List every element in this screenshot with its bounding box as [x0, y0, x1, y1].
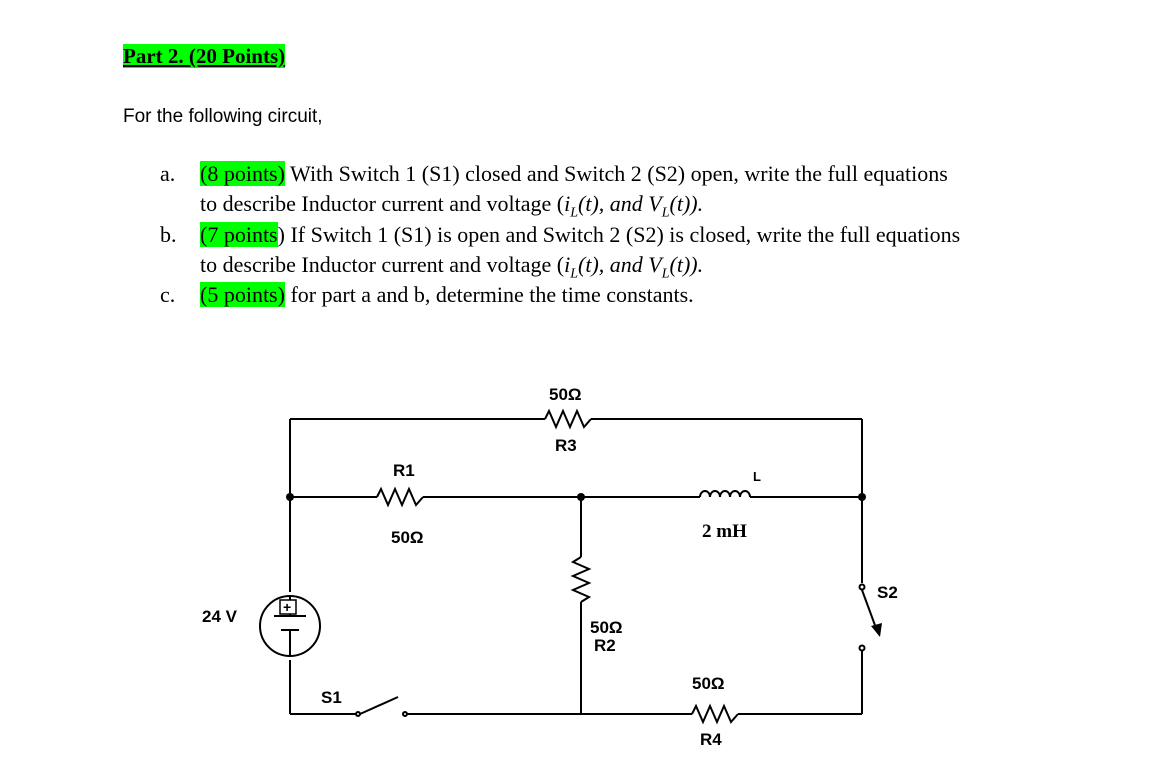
switch-s2-blade	[861, 589, 877, 629]
equation: iL(t), and VL(t)).	[564, 191, 704, 221]
r3-name-label: R3	[555, 436, 577, 455]
item-text: (7 points) If Switch 1 (S1) is open and …	[200, 222, 961, 282]
l-value-label: 2 mH	[702, 521, 747, 542]
r3-value-label: 50Ω	[549, 385, 582, 404]
resistor-r1	[376, 486, 424, 508]
resistor-r3	[544, 408, 592, 430]
r2-value-label: 50Ω	[590, 618, 623, 637]
plus-box	[279, 599, 297, 615]
l-name-label: L	[753, 469, 761, 484]
switch-s1-contact	[402, 711, 408, 717]
resistor-r2	[570, 556, 592, 603]
resistor-r4	[691, 703, 739, 725]
plus-sign: +	[283, 599, 291, 615]
junction-dot	[858, 493, 866, 501]
r4-value-label: 50Ω	[692, 674, 725, 693]
switch-s1-contact	[355, 711, 361, 717]
r1-value-label: 50Ω	[391, 528, 424, 547]
source-value-label: 24 V	[202, 607, 238, 626]
switch-s2-arrow	[871, 623, 882, 637]
r1-name-label: R1	[393, 461, 415, 480]
junction-dot	[577, 493, 585, 501]
item-text: (8 points) With Switch 1 (S1) closed and…	[200, 161, 948, 221]
item-marker: c.	[160, 282, 176, 307]
junction-dot	[286, 493, 294, 501]
item-marker: b.	[160, 222, 177, 247]
points-badge: (8 points)	[200, 161, 285, 186]
item-text: (5 points) for part a and b, determine t…	[200, 282, 694, 307]
switch-s2-contact	[858, 583, 866, 591]
r2-name-label: R2	[594, 636, 616, 655]
intro-text: For the following circuit,	[123, 106, 323, 127]
r4-name-label: R4	[700, 730, 722, 749]
equation: iL(t), and VL(t)).	[564, 252, 704, 282]
part-heading: Part 2. (20 Points)	[123, 44, 286, 68]
inductor-l	[699, 490, 751, 498]
s1-label: S1	[321, 688, 342, 707]
s2-label: S2	[877, 583, 898, 602]
switch-s1-blade	[359, 696, 399, 715]
points-badge: (7 points	[200, 222, 278, 247]
switch-s2-contact	[858, 644, 866, 652]
points-badge: (5 points)	[200, 282, 285, 307]
item-marker: a.	[160, 161, 176, 186]
